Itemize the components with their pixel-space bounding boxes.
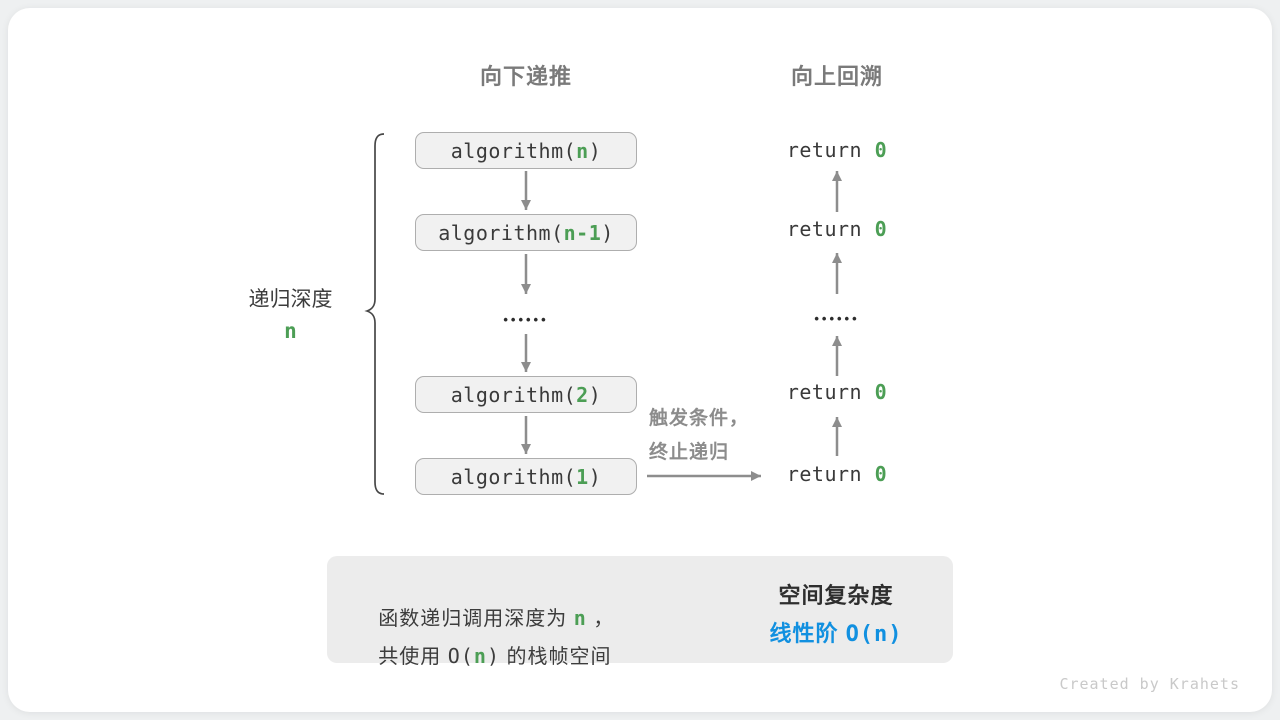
trigger-note-line2: 终止递归 (649, 442, 730, 463)
return-value: 0 (874, 462, 888, 486)
return-value: 0 (874, 217, 888, 241)
call-text: ) (588, 382, 602, 407)
summary-n: n (473, 644, 487, 668)
summary-big-o: ) (486, 644, 500, 668)
call-arg: 1 (576, 464, 589, 489)
depth-label: 递归深度 (248, 288, 333, 311)
summary-text: 函数递归调用深度为 (378, 608, 574, 630)
call-text: algorithm( (450, 382, 577, 407)
call-text: algorithm( (450, 138, 577, 163)
summary-text: ， (586, 608, 615, 630)
call-text: ) (601, 220, 614, 245)
return-value: 0 (874, 380, 888, 404)
summary-left-line1: 函数递归调用深度为 n ， (352, 579, 614, 654)
call-arg: n (576, 138, 589, 163)
space-complexity-title: 空间复杂度 (778, 583, 894, 608)
space-complexity-result: 线性阶 O(n) (716, 616, 956, 648)
return-statement: return 0 (737, 462, 937, 488)
call-stack-box: algorithm(n-1) (415, 214, 637, 251)
call-text: ) (588, 464, 602, 489)
return-statement: return 0 (737, 217, 937, 243)
result-big-o: O(n) (845, 622, 903, 647)
trigger-note-line1: 触发条件， (649, 408, 750, 429)
return-text: return (786, 138, 875, 162)
ellipsis-dots: •••••• (503, 312, 549, 327)
return-text: return (786, 380, 875, 404)
call-text: algorithm( (450, 464, 577, 489)
call-stack-box: algorithm(2) (415, 376, 637, 413)
summary-text: 共使用 (378, 646, 448, 668)
return-text: return (786, 462, 875, 486)
call-stack-box: algorithm(1) (415, 458, 637, 495)
summary-n: n (573, 606, 587, 630)
depth-value: n (284, 319, 297, 343)
summary-big-o: O( (447, 644, 474, 668)
return-value: 0 (874, 138, 888, 162)
call-text: algorithm( (438, 220, 564, 245)
ellipsis-dots: •••••• (814, 311, 860, 326)
call-arg: n-1 (563, 220, 602, 245)
return-statement: return 0 (737, 380, 937, 406)
return-statement: return 0 (737, 138, 937, 164)
heading-backtrack-up: 向上回溯 (790, 64, 883, 89)
summary-left-line2: 共使用 O(n) 的栈帧空间 (352, 617, 612, 692)
call-text: ) (588, 138, 602, 163)
summary-text: 的栈帧空间 (499, 646, 612, 668)
result-text: 线性阶 (769, 621, 846, 646)
watermark-credit: Created by Krahets (1059, 675, 1240, 693)
call-stack-box: algorithm(n) (415, 132, 637, 169)
summary-box (327, 556, 953, 663)
heading-recurse-down: 向下递推 (479, 64, 572, 89)
return-text: return (786, 217, 875, 241)
call-arg: 2 (576, 382, 589, 407)
